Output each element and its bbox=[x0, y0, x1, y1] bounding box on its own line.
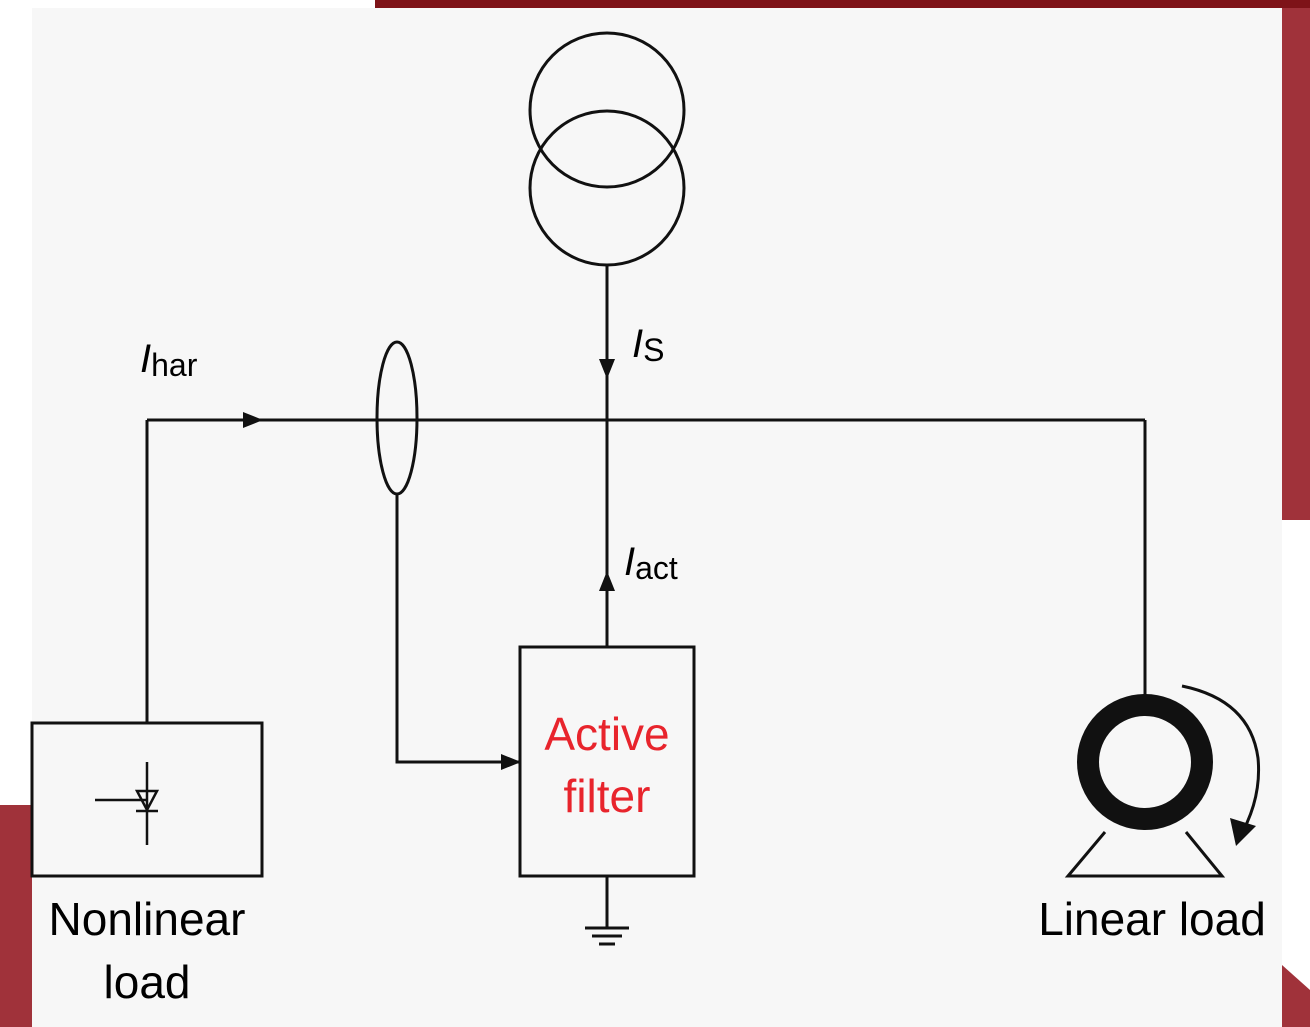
frame-right-bar bbox=[1280, 8, 1310, 520]
i-act-label: Iact bbox=[624, 540, 678, 586]
sensor-signal-line bbox=[395, 494, 521, 770]
frame-bottom-right-wedge bbox=[1282, 965, 1310, 1027]
current-transformer-icon bbox=[375, 340, 419, 496]
active-filter-label-line1: Active bbox=[544, 708, 669, 760]
ground-icon bbox=[585, 876, 629, 946]
active-filter-box bbox=[518, 645, 696, 878]
transformer-icon bbox=[528, 31, 686, 267]
i-s-label: IS bbox=[632, 322, 664, 368]
i-har-label: Ihar bbox=[140, 337, 198, 383]
diagram-panel bbox=[32, 8, 1282, 1027]
active-filter-label-line2: filter bbox=[564, 770, 651, 822]
linear-load-label: Linear load bbox=[1038, 893, 1266, 945]
nonlinear-load-label-line1: Nonlinear bbox=[49, 893, 246, 945]
frame-top-bar bbox=[375, 0, 1310, 9]
thyristor-icon bbox=[95, 762, 160, 845]
nonlinear-load-box bbox=[30, 721, 264, 878]
frame-left-bar bbox=[0, 805, 32, 1027]
nonlinear-load-label-line2: load bbox=[104, 956, 191, 1008]
motor-icon bbox=[1064, 684, 1261, 878]
